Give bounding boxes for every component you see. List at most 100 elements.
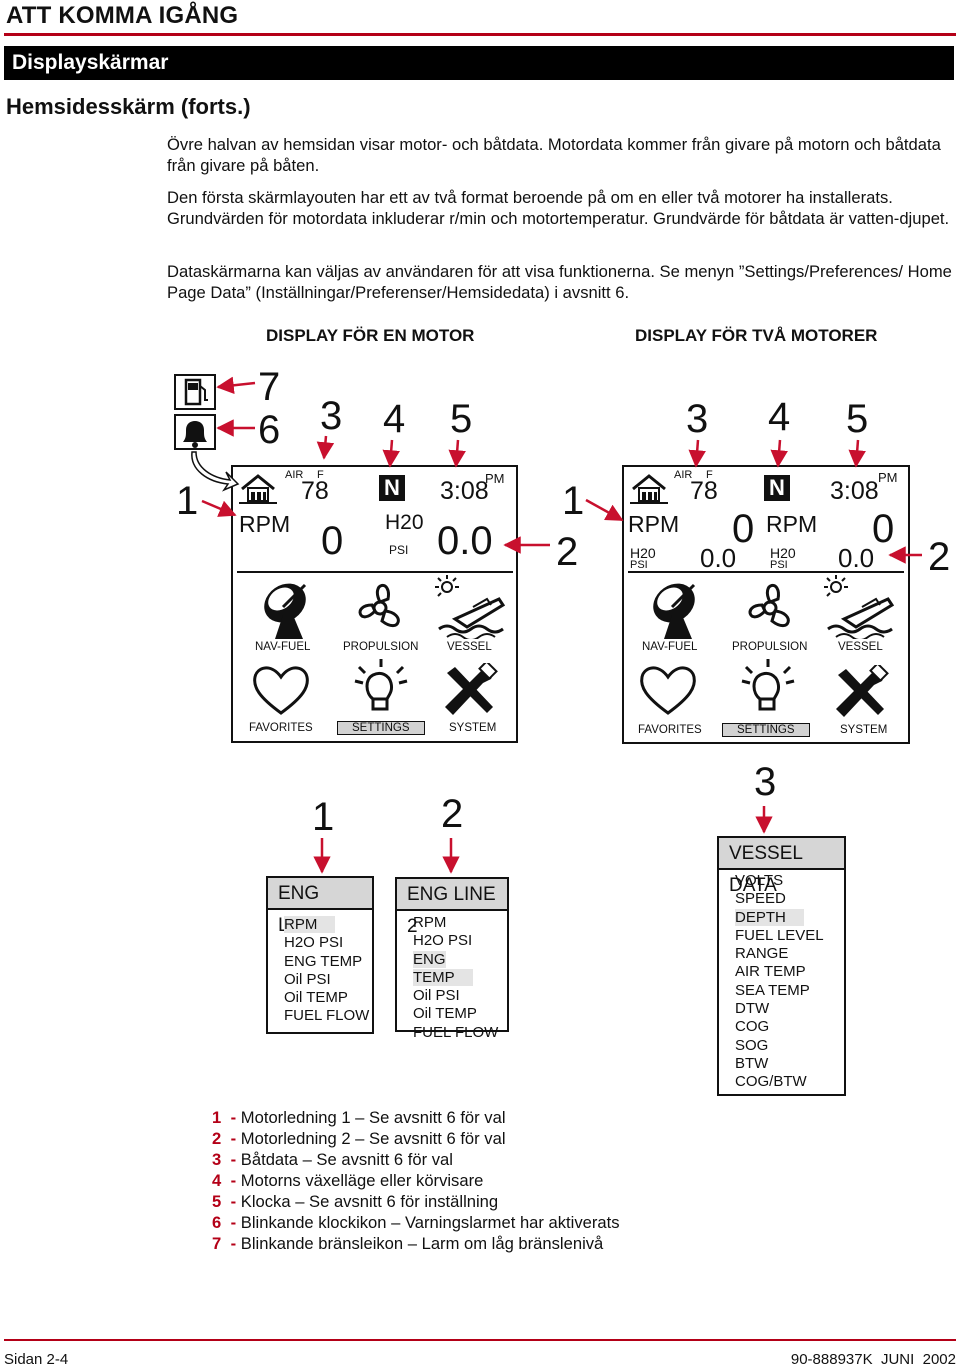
footer-doc-id: 90-888937K JUNI 2002 (790, 1351, 956, 1368)
tools-icon (445, 663, 498, 715)
air-value: 78 (301, 477, 329, 505)
h2o-value-eng2: 0.0 (838, 543, 875, 573)
legend-item: 7 - Blinkande bränsleikon – Larm om låg … (212, 1234, 604, 1253)
list-item: FUEL LEVEL (735, 926, 824, 944)
callout-7: 7 (258, 365, 281, 409)
vessel-label-twin: VESSEL (838, 641, 883, 653)
list-item: ENG TEMP (397, 950, 507, 988)
air-value-twin: 78 (690, 477, 718, 505)
lightbulb-icon (354, 659, 408, 711)
vessel-icon (435, 575, 506, 639)
list-item: RPM (268, 916, 372, 934)
favorites-label-twin: FAVORITES (638, 724, 702, 736)
tools-icon-twin (836, 665, 889, 717)
propulsion-label: PROPULSION (343, 641, 419, 653)
list-item: BTW (735, 1054, 769, 1072)
list-item: ENG TEMP (284, 952, 363, 970)
nav-fuel-label-twin: NAV-FUEL (642, 641, 698, 653)
eng-line1-list: RPM H2O PSI ENG TEMP Oil PSI Oil TEMP FU… (268, 910, 372, 1026)
subsection-title: Hemsidesskärm (forts.) (6, 94, 251, 119)
callout-2-box: 2 (441, 792, 464, 836)
list-item: DTW (735, 1000, 770, 1018)
settings-label-twin: SETTINGS (722, 723, 810, 737)
air-unit-twin: F (706, 469, 713, 481)
propeller-icon-twin (748, 583, 790, 628)
list-item: COG/BTW (735, 1073, 807, 1091)
home-icon-twin (630, 474, 668, 504)
list-item: RPM (413, 914, 447, 931)
eng-line1-title: ENG LINE1 (268, 878, 372, 936)
lightbulb-icon-twin (741, 659, 795, 711)
page-header-title: ATT KOMMA IGÅNG (6, 2, 239, 29)
list-item: SOG (735, 1036, 769, 1054)
vessel-data-title: VESSEL DATA (719, 838, 844, 896)
screen-divider-twin (628, 571, 904, 573)
callout-4-single: 4 (383, 397, 406, 441)
air-label-twin: AIR (674, 469, 693, 481)
list-item: VOLTS (735, 872, 784, 889)
air-label: AIR (285, 469, 304, 481)
list-item: SEA TEMP (735, 981, 810, 999)
air-unit: F (317, 469, 324, 481)
satellite-dish-icon (264, 583, 307, 639)
fuel-pump-icon (174, 374, 216, 410)
favorites-label: FAVORITES (249, 722, 313, 734)
h2o-label: H20 (385, 511, 424, 534)
callout-1-twin: 1 (562, 479, 585, 523)
clock-ampm: PM (485, 471, 505, 486)
rpm-label-eng1: RPM (628, 511, 680, 537)
callout-3-box: 3 (754, 760, 777, 804)
rpm-value-eng2: 0 (872, 507, 895, 551)
psi-label-eng1: PSI (630, 559, 648, 571)
header-rule (4, 33, 956, 36)
satellite-dish-icon-twin (653, 583, 696, 639)
paragraph-1: Övre halvan av hemsidan visar motor- och… (167, 135, 941, 175)
vessel-data-list: VOLTS SPEED DEPTH FUEL LEVEL RANGE AIR T… (719, 870, 844, 1092)
h2o-value-eng1: 0.0 (700, 543, 737, 573)
system-label-twin: SYSTEM (840, 724, 888, 736)
section-bar: Displayskärmar (4, 46, 954, 80)
list-item: Oil TEMP (284, 989, 348, 1007)
heart-icon (253, 666, 309, 715)
list-item: FUEL FLOW (284, 1007, 370, 1025)
list-item: AIR TEMP (735, 963, 806, 981)
footer-rule (4, 1339, 956, 1341)
callout-4-twin: 4 (768, 395, 791, 439)
settings-label: SETTINGS (337, 721, 425, 735)
psi-label-eng2: PSI (770, 559, 788, 571)
list-item: Oil TEMP (413, 1005, 477, 1023)
list-item: Oil PSI (284, 970, 331, 988)
callout-2-single: 2 (556, 530, 579, 574)
paragraph-2: Den första skärmlayouten har ett av två … (167, 188, 950, 228)
heart-icon-twin (640, 666, 696, 715)
eng-line2-box: ENG LINE 2 RPM H2O PSI ENG TEMP Oil PSI … (395, 877, 509, 1041)
rpm-value: 0 (321, 519, 344, 563)
legend-item: 6 - Blinkande klockikon – Varningslarmet… (212, 1213, 620, 1232)
caption-single-engine: DISPLAY FÖR EN MOTOR (266, 326, 475, 345)
callout-3-single: 3 (320, 394, 343, 438)
callout-1-single: 1 (176, 479, 199, 523)
list-item: SPEED (735, 890, 786, 908)
vessel-icon-twin (824, 575, 895, 639)
nav-fuel-label: NAV-FUEL (255, 641, 311, 653)
eng-line2-list: RPM H2O PSI ENG TEMP Oil PSI Oil TEMP FU… (397, 911, 507, 1042)
vessel-label: VESSEL (447, 641, 492, 653)
eng-line1-box: ENG LINE1 RPM H2O PSI ENG TEMP Oil PSI O… (266, 876, 374, 1034)
h2o-label-eng1: H20 (630, 545, 656, 561)
clock-ampm-twin: PM (878, 470, 898, 485)
eng-line2-title: ENG LINE 2 (397, 879, 507, 937)
system-label: SYSTEM (449, 722, 497, 734)
legend: 1 - Motorledning 1 – Se avsnitt 6 för va… (212, 1107, 620, 1254)
propulsion-label-twin: PROPULSION (732, 641, 808, 653)
list-item: FUEL FLOW (413, 1023, 499, 1041)
footer-page-number: Sidan 2-4 (4, 1351, 69, 1368)
legend-item: 2 - Motorledning 2 – Se avsnitt 6 för va… (212, 1129, 506, 1148)
callout-5-single: 5 (450, 397, 473, 441)
rpm-label-eng2: RPM (766, 511, 818, 537)
callout-5-twin: 5 (846, 397, 869, 441)
single-engine-screen: AIR F 78 N 3:08 PM RPM 0 H20 PSI 0.0 NAV… (231, 465, 518, 743)
vessel-data-box: VESSEL DATA VOLTS SPEED DEPTH FUEL LEVEL… (717, 836, 846, 1096)
list-item: H2O PSI (284, 934, 344, 952)
list-item: COG (735, 1018, 770, 1036)
h2o-value: 0.0 (437, 519, 493, 563)
